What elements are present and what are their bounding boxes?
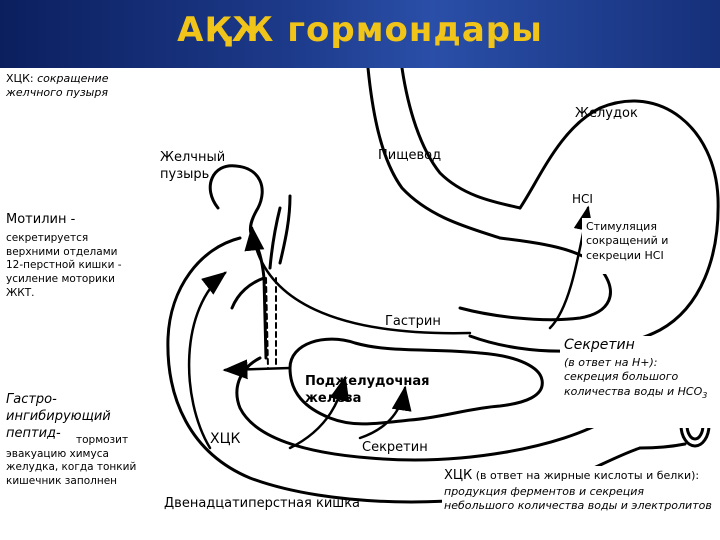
slide-title: АҚЖ гормондары <box>177 10 543 50</box>
pancreas-shape <box>288 337 544 426</box>
note-secretin-head: Секретин <box>564 337 635 353</box>
note-secretin-body: (в ответ на Н+): секреция большого колич… <box>564 356 703 398</box>
esophagus-shape <box>366 68 502 240</box>
duodenum-label: Двенадцатиперстная кишка <box>164 496 361 511</box>
note-hck-bottom-body: продукция ферментов и секреция небольшог… <box>444 484 712 513</box>
note-motilin: Мотилин - секретируется верхними отделам… <box>0 210 140 335</box>
note-hck-top: ХЦК: сокращение желчного пузыря <box>0 68 138 108</box>
note-gip-body: тормозит эвакуацию химуса желудка, когда… <box>6 434 137 487</box>
note-stimulation-body: Стимуляция сокращений и секреции НСI <box>586 220 669 262</box>
note-hck-bottom: ХЦК (в ответ на жирные кислоты и белки):… <box>442 466 720 540</box>
anatomy-drawing <box>166 68 720 504</box>
note-motilin-head: Мотилин - <box>6 212 76 227</box>
pancreas-label: Поджелудочная железа <box>305 374 430 406</box>
digestive-diagram: Желудок Пищевод Желчный пузырь НСI Гастр… <box>140 68 720 540</box>
note-hck-top-head: ХЦК: <box>6 72 34 85</box>
hck-label: ХЦК <box>210 431 241 447</box>
gastrin-label: Гастрин <box>385 314 441 329</box>
hcl-label: НСI <box>572 192 593 206</box>
note-secretin-sub: 3 <box>702 390 708 400</box>
gallbladder-label: Желчный пузырь <box>160 150 226 182</box>
note-hck-bottom-head: ХЦК <box>444 468 473 483</box>
gallbladder-shape <box>208 164 264 238</box>
note-stimulation: Стимуляция сокращений и секреции НСI <box>582 218 694 274</box>
note-motilin-body: секретируется верхними отделами 12-перст… <box>6 232 122 299</box>
secretin-organ-label: Секретин <box>362 440 428 455</box>
note-hck-top-body: сокращение желчного пузыря <box>6 72 109 100</box>
note-gip: Гастро-ингибирующий пептид- тормозит эва… <box>0 390 160 520</box>
note-secretin: Секретин (в ответ на Н+): секреция больш… <box>560 336 720 428</box>
stomach-label: Желудок <box>575 106 638 121</box>
title-bar <box>0 0 720 68</box>
note-hck-bottom-mid: (в ответ на жирные кислоты и белки): <box>475 469 700 482</box>
note-gip-head: Гастро-ингибирующий пептид- <box>6 392 111 441</box>
esophagus-label: Пищевод <box>378 148 442 163</box>
